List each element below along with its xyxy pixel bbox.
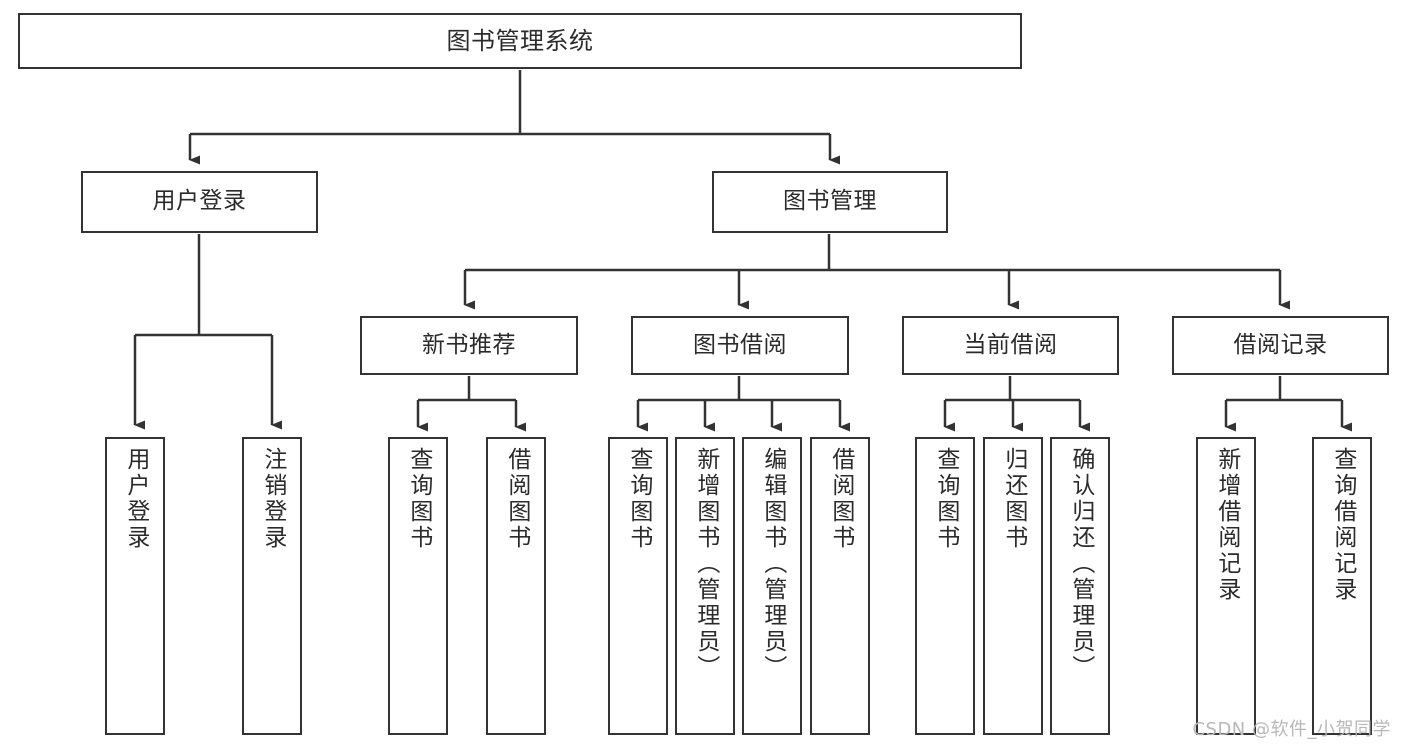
node-label: 借阅图书 (503, 447, 530, 551)
node-label: 查询图书 (405, 447, 432, 551)
leaf-current-return-book[interactable]: 归还图书 (983, 437, 1043, 735)
node-book-borrow[interactable]: 图书借阅 (631, 316, 849, 375)
node-label: 图书借阅 (693, 331, 787, 358)
node-label: 查询图书 (625, 447, 652, 551)
leaf-borrow-add-book[interactable]: 新增图书（管理员） (675, 437, 735, 735)
node-label: 图书管理系统 (446, 26, 594, 55)
leaf-current-confirm-return[interactable]: 确认归还（管理员） (1050, 437, 1110, 735)
node-label: 编辑图书（管理员） (759, 447, 786, 681)
node-root-system[interactable]: 图书管理系统 (18, 13, 1022, 69)
node-label: 新书推荐 (422, 331, 516, 358)
node-label: 归还图书 (1000, 447, 1027, 551)
node-label: 新增图书（管理员） (692, 447, 719, 681)
node-label: 查询图书 (932, 447, 959, 551)
leaf-current-query-book[interactable]: 查询图书 (915, 437, 975, 735)
leaf-user-login-login[interactable]: 用户登录 (105, 437, 165, 735)
watermark: CSDN @软件_小贺同学 (1192, 719, 1391, 740)
node-label: 用户登录 (122, 447, 149, 551)
leaf-new-book-borrow[interactable]: 借阅图书 (486, 437, 546, 735)
node-label: 新增借阅记录 (1213, 447, 1240, 603)
node-label: 用户登录 (152, 188, 247, 215)
node-label: 确认归还（管理员） (1067, 447, 1094, 681)
leaf-record-add[interactable]: 新增借阅记录 (1196, 437, 1256, 735)
node-label: 借阅记录 (1233, 331, 1328, 358)
node-current-borrow[interactable]: 当前借阅 (902, 316, 1119, 375)
node-book-management[interactable]: 图书管理 (712, 171, 948, 233)
leaf-user-login-logout[interactable]: 注销登录 (242, 437, 302, 735)
node-label: 图书管理 (783, 188, 877, 215)
node-borrow-record[interactable]: 借阅记录 (1172, 316, 1389, 375)
node-user-login[interactable]: 用户登录 (81, 171, 318, 233)
leaf-borrow-edit-book[interactable]: 编辑图书（管理员） (742, 437, 802, 735)
leaf-new-book-query[interactable]: 查询图书 (388, 437, 448, 735)
node-label: 查询借阅记录 (1329, 447, 1356, 603)
leaf-borrow-borrow-book[interactable]: 借阅图书 (810, 437, 870, 735)
leaf-borrow-query-book[interactable]: 查询图书 (608, 437, 668, 735)
node-label: 借阅图书 (827, 447, 854, 551)
node-new-book-recommend[interactable]: 新书推荐 (360, 316, 578, 375)
leaf-record-query[interactable]: 查询借阅记录 (1312, 437, 1372, 735)
node-label: 注销登录 (259, 447, 286, 551)
node-label: 当前借阅 (963, 331, 1058, 358)
